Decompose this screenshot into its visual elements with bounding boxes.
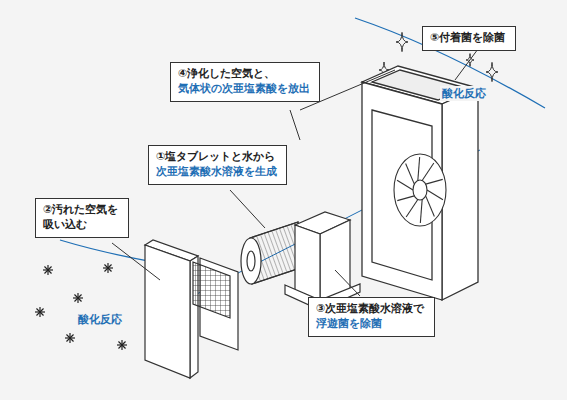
reaction-label: 酸化反応 [440,86,488,101]
callout-box: ④浄化した空気と、気体状の次亜塩素酸を放出 [170,62,320,102]
callout-text: 次亜塩素酸水溶液を生成 [156,164,279,179]
callout-text: ④浄化した空気と、 [178,66,312,81]
drum [241,222,300,284]
leader-lines [112,49,478,296]
callout-text: 気体状の次亜塩素酸を放出 [178,81,312,96]
callout-text: 浮遊菌を除菌 [316,316,427,331]
hypochlorous-module [285,212,360,310]
callout-text: ②汚れた空気を [43,202,121,217]
callout-text: ③次亜塩素酸水溶液で [316,301,427,316]
callout-box: ⑤付着菌を除菌 [422,26,516,51]
mesh-filter [193,258,238,350]
callout-text: ⑤付着菌を除菌 [430,30,508,45]
callout-text: 吸い込む [43,217,121,232]
prefilter [145,240,198,378]
callout-box: ③次亜塩素酸水溶液で浮遊菌を除菌 [308,297,435,337]
main-unit [362,66,478,300]
callout-box: ①塩タブレットと水から次亜塩素酸水溶液を生成 [148,145,287,185]
fan [394,154,446,226]
reaction-label: 酸化反応 [76,312,124,327]
callout-text: ①塩タブレットと水から [156,149,279,164]
callout-box: ②汚れた空気を吸い込む [35,198,129,238]
dirt-particles [35,263,157,350]
